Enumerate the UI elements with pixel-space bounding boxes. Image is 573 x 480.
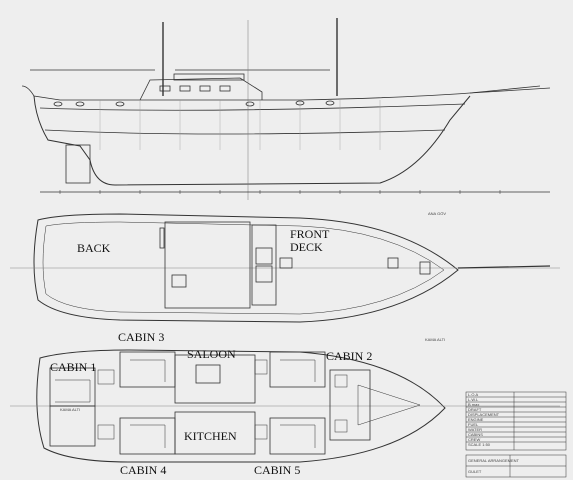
spec-row: DISPLACEMENT <box>468 412 500 417</box>
title-block-row-1: GENERAL ARRANGEMENT <box>468 458 519 463</box>
beds <box>55 359 421 448</box>
bowsprit <box>469 85 541 94</box>
deck-note-left: KAMA ALTI <box>60 407 81 412</box>
sheer-line <box>21 85 551 101</box>
forward-hatch <box>279 257 293 269</box>
accommodation-plan <box>10 349 560 463</box>
spec-row: CABINS <box>468 432 483 437</box>
deckhouse-plan <box>164 221 251 309</box>
companionway <box>171 274 187 288</box>
kitchen-label: KITCHEN <box>184 429 237 443</box>
cabin-4-label: CABIN 4 <box>120 463 167 477</box>
cabin-3-outline <box>119 351 176 388</box>
profile-stations <box>99 100 381 150</box>
hull-outline-plan <box>36 349 446 463</box>
cabin-2-outline <box>269 351 326 388</box>
deck-outline <box>33 213 459 323</box>
hull-outline <box>33 95 471 186</box>
heads <box>97 359 348 440</box>
saloon-label: SALOON <box>187 347 236 361</box>
cockpit <box>251 224 277 306</box>
rudder <box>65 144 91 184</box>
spec-row: B max <box>468 402 480 407</box>
helm-station <box>159 227 165 249</box>
cabin-5-label: CABIN 5 <box>254 463 301 477</box>
deckhouse <box>139 77 263 101</box>
chain-locker <box>387 257 399 269</box>
waterline-stripe <box>44 129 446 135</box>
spec-row: DRAFT <box>468 407 482 412</box>
cabin-2-label: CABIN 2 <box>326 349 373 363</box>
back-label: BACK <box>77 241 111 255</box>
spec-row: FUEL <box>468 422 479 427</box>
bowsprit-plan <box>457 265 551 269</box>
rub-rail <box>39 103 466 111</box>
deck-plan <box>10 213 560 323</box>
title-block <box>465 454 567 478</box>
deck-note-right: KAMA ALTI <box>425 337 446 342</box>
windlass <box>419 261 431 275</box>
cabin-5-outline <box>269 417 326 455</box>
saloon-outline <box>174 354 256 404</box>
saloon-table <box>195 364 221 384</box>
title-block-row-2: GULET <box>468 469 482 474</box>
spec-table <box>465 391 567 451</box>
ruler-note: ANA GÖV <box>428 211 447 216</box>
profile-view <box>21 18 551 200</box>
spec-row: L.O.A <box>468 392 479 397</box>
cabin-3-label: CABIN 3 <box>118 330 165 344</box>
portholes <box>53 100 335 107</box>
hatch-2 <box>255 265 273 283</box>
forward-cabin-outline <box>329 369 371 441</box>
deckhouse-roof <box>173 73 245 81</box>
cabin-4-outline <box>119 417 176 455</box>
front-deck-label: FRONT DECK <box>290 227 330 254</box>
spec-row: CREW <box>468 437 481 442</box>
deck-inner-line <box>42 221 445 315</box>
ruler <box>40 190 550 194</box>
spec-row: ENGINE <box>468 417 484 422</box>
cabin-1-label: CABIN 1 <box>50 360 97 374</box>
cabin-1-lower <box>49 405 96 447</box>
spec-row: WATER <box>468 427 482 432</box>
spec-row: SCALE 1:50 <box>468 442 491 447</box>
deckhouse-windows <box>159 85 231 92</box>
spec-row: L.W.L <box>468 397 479 402</box>
hatch-1 <box>255 247 273 265</box>
